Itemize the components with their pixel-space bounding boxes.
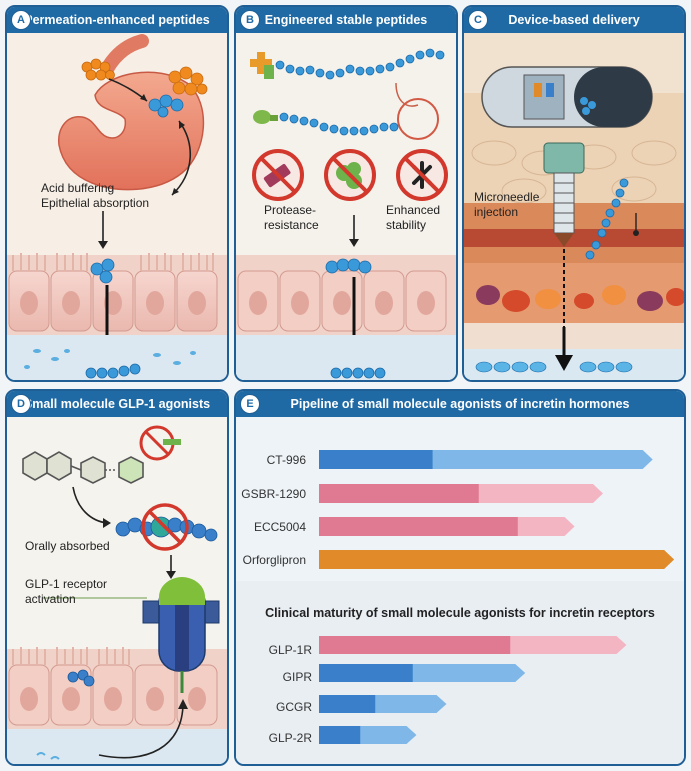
- panel-e-title: Pipeline of small molecule agonists of i…: [290, 397, 630, 411]
- microneedle-icon: [543, 142, 585, 247]
- panel-a-label-1: Acid buffering: [41, 181, 115, 195]
- panel-c-label-2: injection: [474, 205, 519, 219]
- pipeline-label: ECC5004: [253, 520, 306, 534]
- small-molecule-structure-icon: [22, 451, 144, 484]
- plus-modified-peptide: [250, 52, 274, 79]
- pipeline-bar-primary: [319, 550, 674, 569]
- maturity-label: GIPR: [282, 670, 312, 684]
- panel-c-badge: C: [468, 10, 488, 30]
- pipeline-bar-primary: [319, 484, 479, 503]
- panel-a-title: Permeation-enhanced peptides: [24, 13, 210, 27]
- capsule-device-icon: [481, 66, 653, 128]
- orange-peptide-cluster: [81, 58, 208, 96]
- maturity-bar-primary: [319, 664, 413, 682]
- blue-peptide-absorbing: [90, 258, 115, 284]
- prohibited-cleavage-icon: [396, 149, 448, 201]
- panel-b-badge: B: [240, 10, 260, 30]
- prohibited-protease-icon: [252, 149, 304, 201]
- panel-b: Engineered stable peptides B: [234, 5, 458, 382]
- peptide-diffusing: [585, 178, 629, 260]
- prohibited-small-molecule-icon: [139, 425, 181, 461]
- epithelium: [8, 270, 218, 332]
- panel-b-label-right-1: Enhanced: [386, 203, 441, 217]
- maturity-bar-primary: [319, 636, 511, 654]
- pipeline-label: Orforglipron: [242, 553, 306, 567]
- panel-b-illustration: [236, 33, 456, 380]
- panel-b-title: Engineered stable peptides: [264, 13, 428, 27]
- panel-e-chart: [319, 450, 674, 744]
- maturity-bar-primary: [319, 695, 376, 713]
- pipeline-bar-primary: [319, 450, 433, 469]
- panel-a: Permeation-enhanced peptides A: [5, 5, 229, 382]
- panel-b-label-right-2: stability: [386, 218, 427, 232]
- stable-peptide-chain-2: [279, 112, 399, 136]
- blue-peptide-blood: [85, 363, 141, 379]
- cyclic-bridge: [395, 82, 419, 107]
- panel-e-badge: E: [240, 394, 260, 414]
- panel-a-illustration: [7, 33, 227, 380]
- panel-d-badge: D: [11, 394, 31, 414]
- panel-d-label-2: GLP-1 receptor: [25, 577, 108, 591]
- lipidated-peptide: [253, 110, 278, 124]
- panel-a-badge: A: [11, 10, 31, 30]
- prohibited-enzyme-icon: [324, 149, 376, 201]
- panel-d-label-1: Orally absorbed: [25, 539, 110, 553]
- panel-a-label-2: Epithelial absorption: [41, 196, 150, 210]
- maturity-chart-title: Clinical maturity of small molecule agon…: [265, 606, 655, 620]
- panel-d-header: Small molecule GLP-1 agonists: [7, 391, 227, 417]
- blue-peptide-stomach: [148, 94, 184, 118]
- pipeline-label: CT-996: [266, 453, 306, 467]
- panel-c-title: Device-based delivery: [508, 13, 640, 27]
- maturity-label: GCGR: [276, 700, 312, 714]
- panel-d-title: Small molecule GLP-1 agonists: [23, 397, 211, 411]
- molecule-membrane: [67, 669, 95, 687]
- panel-c: Device-based delivery C: [462, 5, 686, 382]
- panel-c-label-1: Microneedle: [474, 190, 540, 204]
- panel-a-header: Permeation-enhanced peptides: [7, 7, 227, 33]
- glp1-receptor-icon: [142, 577, 220, 693]
- maturity-bar-primary: [319, 726, 361, 744]
- stable-peptide-chain-1: [275, 48, 445, 80]
- panel-d-label-3: activation: [25, 592, 76, 606]
- panel-e: Pipeline of small molecule agonists of i…: [234, 389, 686, 766]
- panel-d: Small molecule GLP-1 agonists D: [5, 389, 229, 766]
- peptide-bloodstream: [475, 361, 633, 373]
- maturity-label: GLP-2R: [268, 731, 312, 745]
- molecule-cluster: [115, 516, 218, 542]
- panel-e-header: Pipeline of small molecule agonists of i…: [236, 391, 684, 417]
- maturity-label: GLP-1R: [268, 643, 312, 657]
- pipeline-bar-primary: [319, 517, 518, 536]
- stable-peptide-absorbing: [325, 258, 372, 274]
- pipeline-label: GSBR-1290: [241, 487, 306, 501]
- blood-cells: [476, 285, 684, 312]
- panel-c-illustration: [464, 33, 684, 380]
- panel-c-header: Device-based delivery: [464, 7, 684, 33]
- panel-b-header: Engineered stable peptides: [236, 7, 456, 33]
- panel-b-label-left-1: Protease-: [264, 203, 317, 217]
- panel-b-label-left-2: resistance: [264, 218, 319, 232]
- prohibited-degradation-icon: [141, 503, 189, 551]
- panel-d-illustration: [7, 417, 227, 764]
